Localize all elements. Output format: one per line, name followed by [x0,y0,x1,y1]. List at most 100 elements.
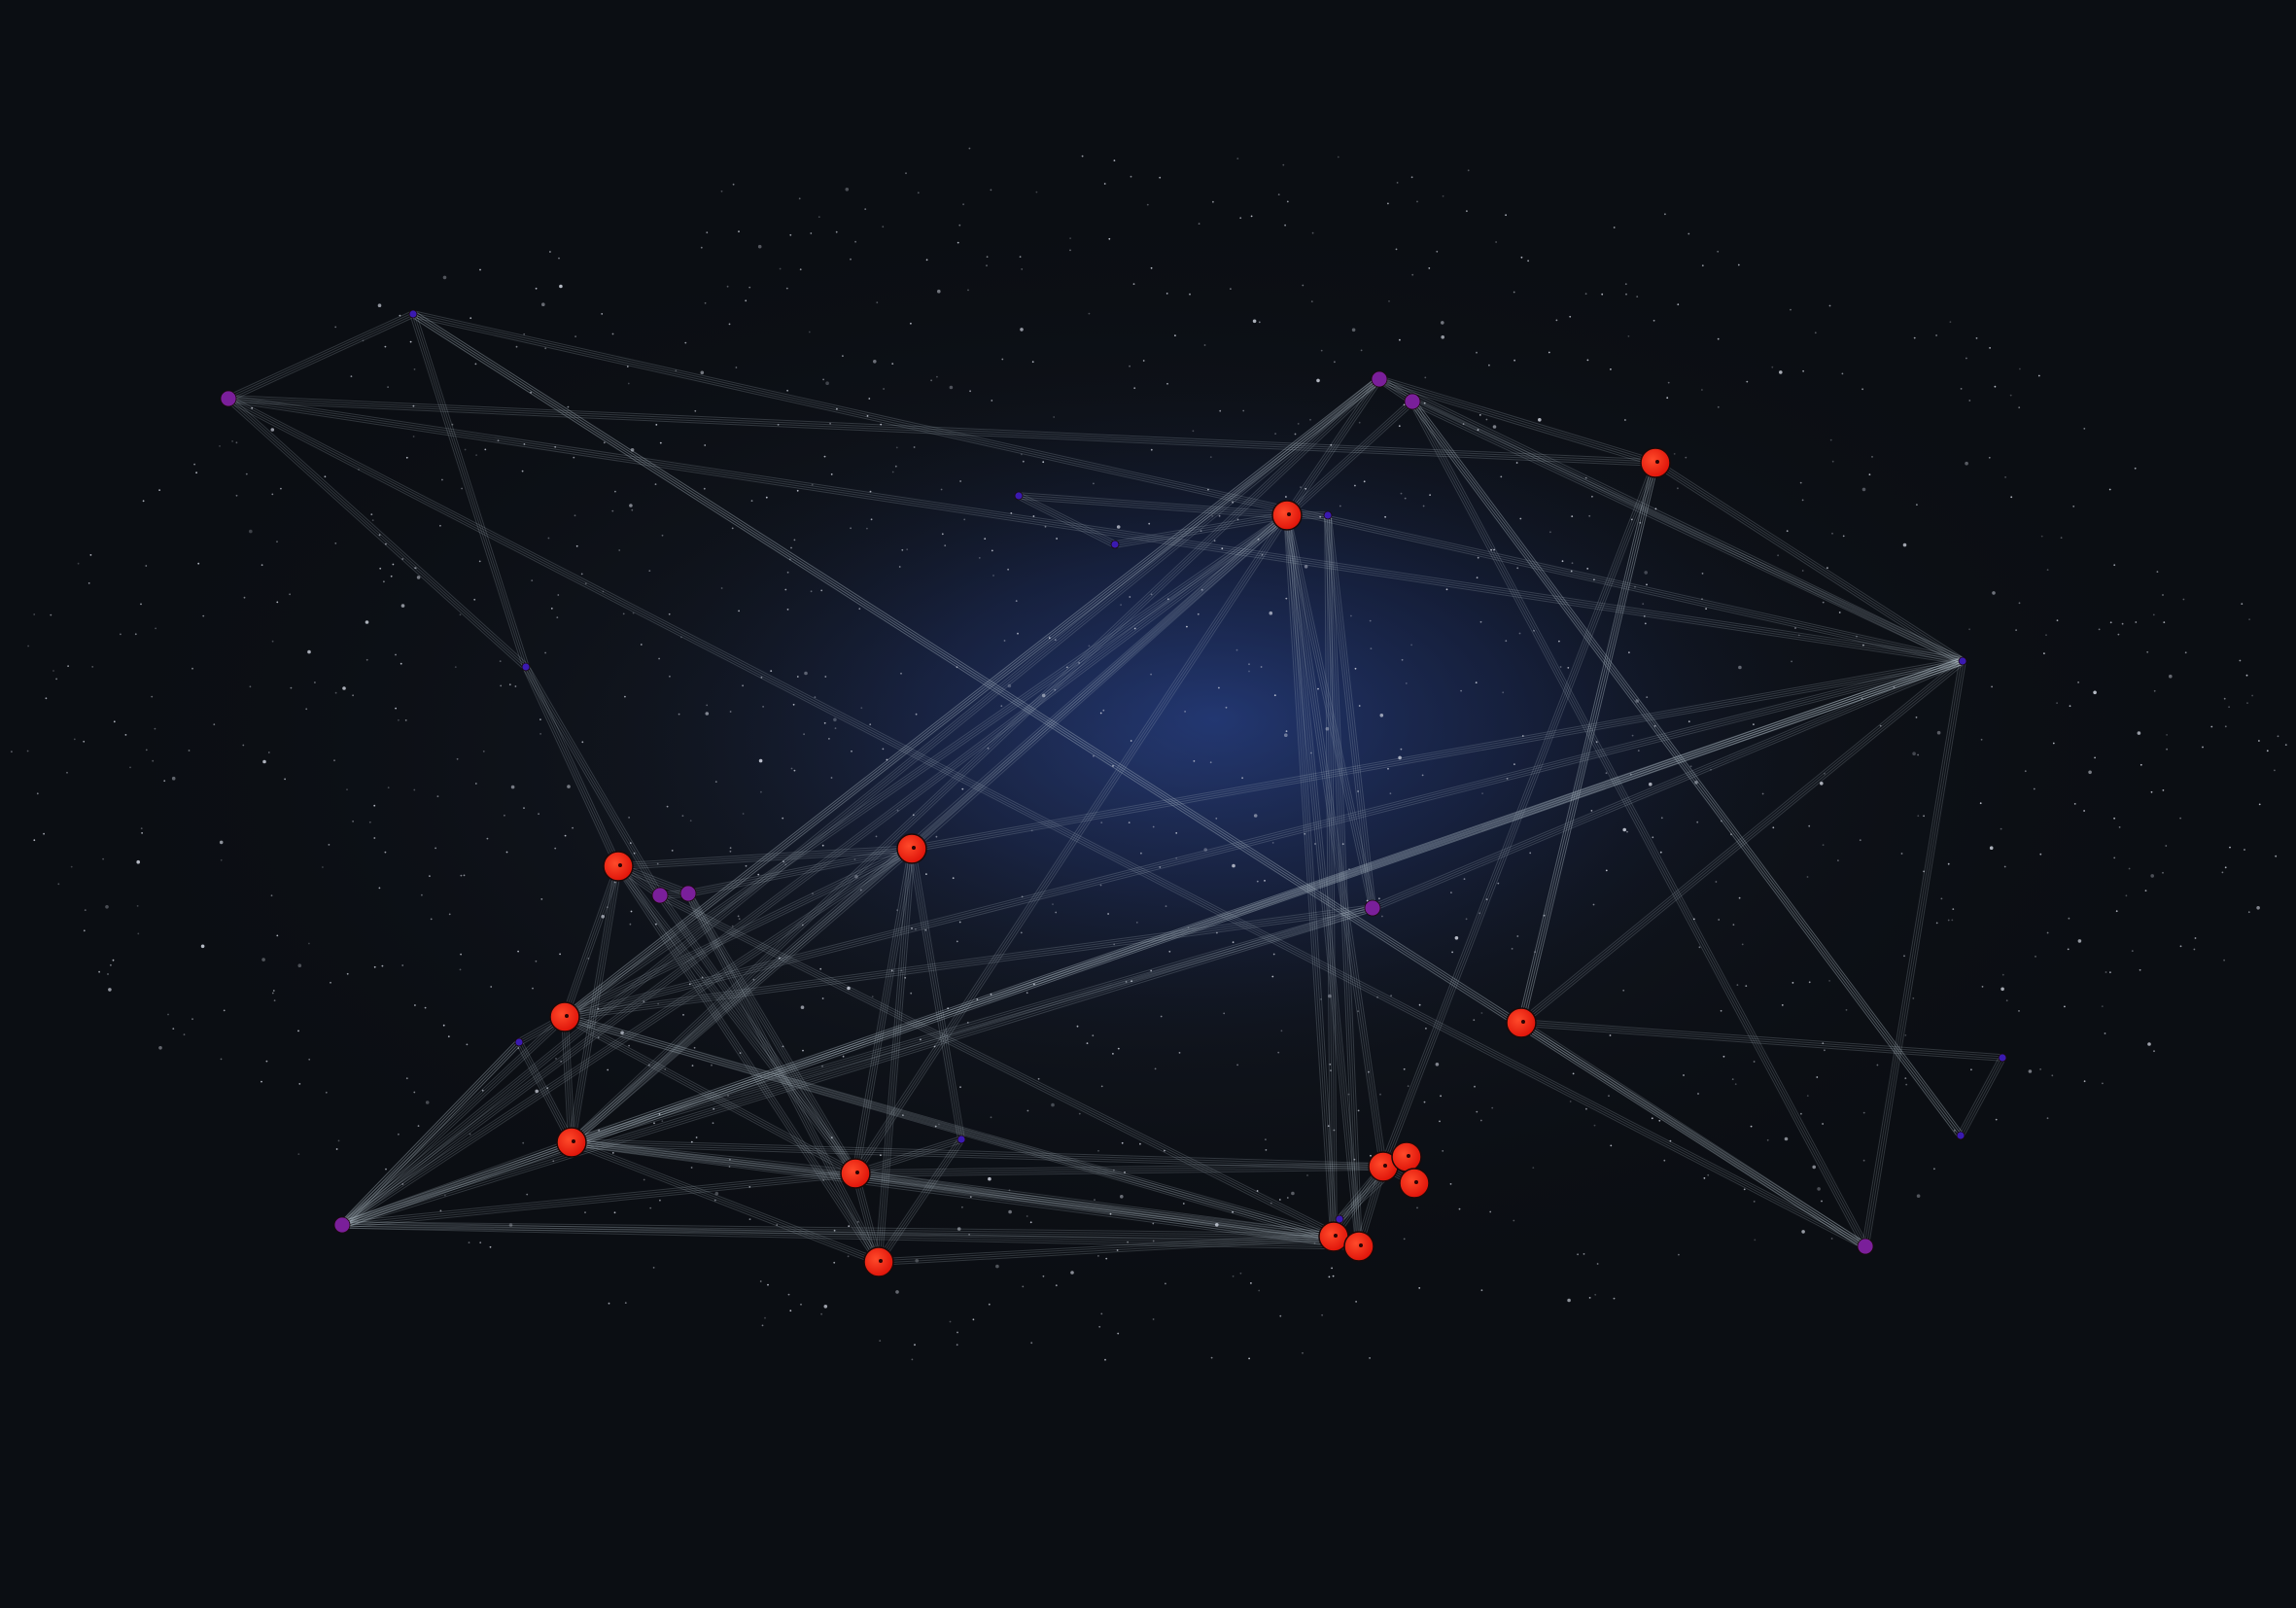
star [1923,815,1925,818]
star [760,676,763,679]
star [2284,744,2287,746]
star [298,1083,301,1085]
star [1264,880,1266,882]
star [1994,385,1997,388]
star [1232,501,1234,504]
star [1033,983,1035,986]
network-edge [571,659,1963,1142]
star [1130,740,1132,742]
star [1418,1003,1421,1006]
star [1687,720,1690,723]
star [818,216,820,219]
star [1258,1289,1261,1292]
star [656,862,659,865]
star [120,633,122,636]
star [265,1060,268,1063]
network-edge [341,906,1373,1225]
star [400,604,405,608]
star [414,567,416,569]
star [1703,1177,1706,1179]
star [1596,1263,1599,1265]
star [1697,1093,1699,1095]
star [842,1055,845,1058]
network-edge [688,892,857,1173]
star [1265,1149,1268,1151]
star [297,1153,300,1155]
network-edge [877,848,912,1262]
star [1710,768,1712,771]
star [2137,731,2141,735]
star [334,326,337,329]
star [1337,156,1339,158]
network-edge [572,379,1381,1144]
star [429,875,431,877]
star [1113,159,1116,162]
star [1463,878,1466,880]
star [790,546,792,549]
network-edge [1018,496,1115,546]
star [1140,852,1142,855]
star [792,703,795,706]
network-edge [570,847,912,1142]
star [2040,535,2043,538]
star [43,832,45,835]
star [36,792,39,795]
star [2150,874,2154,878]
network-edge [342,1175,856,1229]
star [1051,1102,1055,1107]
star [1348,868,1350,870]
network-edge [614,867,877,1265]
star [1624,283,1627,286]
network-edge [1867,661,1966,1247]
network-edge [528,665,664,894]
star [1320,998,1322,1000]
network-edge [1324,515,1371,909]
star [1279,1314,1282,1317]
network-edge [340,657,1963,1223]
star [1473,1019,1476,1022]
star [2083,1080,2086,1083]
star [110,963,112,966]
star [896,809,899,812]
network-edge [1283,515,1381,1168]
star [633,852,636,855]
star [1150,593,1153,596]
star [664,1068,667,1070]
star [729,850,732,853]
star [882,748,885,751]
star [358,469,360,471]
star [52,670,54,672]
star [988,1303,991,1306]
star [242,744,245,747]
star [1558,640,1560,643]
network-edge [854,1175,1334,1241]
star [425,1101,430,1104]
star [401,1183,404,1185]
star [631,508,634,511]
star [1715,881,1718,883]
star [2035,956,2036,958]
star [1485,898,1488,900]
star [1628,651,1630,654]
star [2194,937,2197,939]
star [261,958,265,961]
star [390,575,393,577]
star [1286,200,1289,203]
network-edge [1521,661,1965,1025]
network-edge [563,1019,854,1177]
network-edge [571,1142,879,1264]
network-edge [1328,514,1336,1238]
star [783,860,784,862]
star [1569,315,1572,318]
star [479,1241,482,1244]
network-edge [570,1144,878,1266]
star [1585,1107,1587,1110]
star [2028,1069,2033,1073]
star [1329,1063,1332,1066]
network-edge [878,1233,1334,1260]
star [531,579,534,581]
network-edge [343,381,1382,1228]
star [365,658,368,661]
star [245,472,248,475]
star [1626,830,1628,833]
